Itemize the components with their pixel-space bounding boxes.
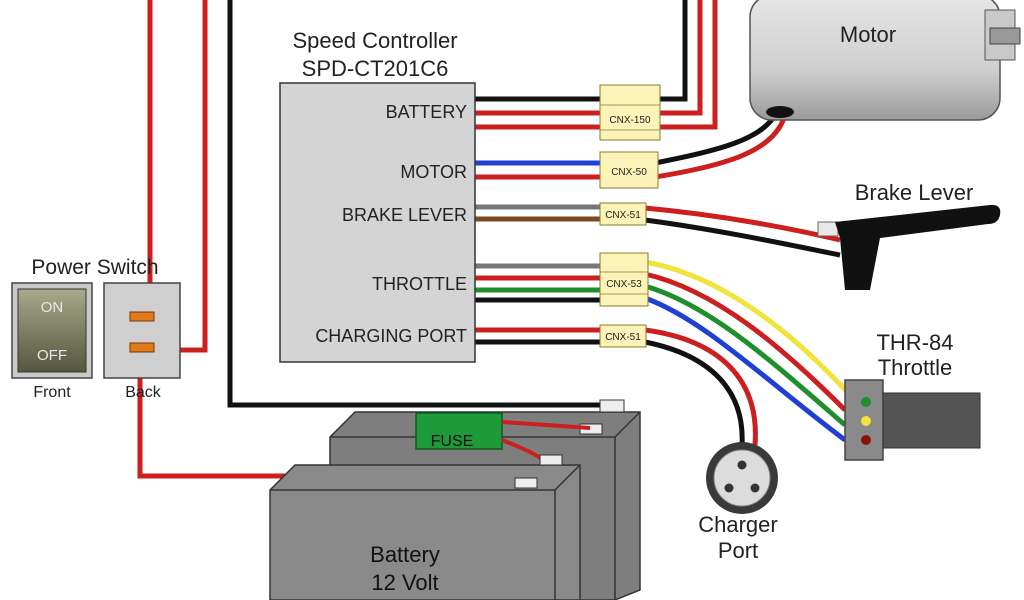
throttle-wire-green bbox=[644, 283, 847, 427]
switch-off-label: OFF bbox=[37, 347, 67, 364]
controller-title-line1: Speed Controller bbox=[292, 28, 457, 53]
connector-throttle-label: CNX-53 bbox=[606, 279, 642, 290]
controller-title-line2: SPD-CT201C6 bbox=[302, 56, 449, 81]
battery-rear-terminal-1 bbox=[599, 399, 625, 413]
black-wire-main bbox=[227, 0, 620, 408]
throttle-green-led-icon bbox=[861, 397, 871, 407]
throttle: THR-84 Throttle bbox=[844, 330, 981, 461]
motor-wire-red bbox=[654, 114, 788, 180]
motor-label: Motor bbox=[840, 22, 896, 47]
fuse-icon bbox=[415, 412, 503, 450]
red-wire-switch-top bbox=[140, 0, 153, 303]
connector-motor: CNX-50 bbox=[599, 151, 659, 189]
switch-on-label: ON bbox=[41, 299, 64, 316]
charger-port: Charger Port bbox=[698, 442, 778, 563]
power-switch: Power Switch ON OFF Front Back bbox=[11, 256, 181, 401]
throttle-yellow-led-icon bbox=[861, 416, 871, 426]
switch-terminal-bottom bbox=[129, 342, 155, 353]
battery-front bbox=[269, 464, 581, 600]
fuse-wire-red bbox=[501, 420, 591, 430]
port-label-brake: BRAKE LEVER bbox=[342, 205, 467, 225]
motor: Motor bbox=[749, 0, 1021, 121]
battery-port-black bbox=[475, 0, 688, 102]
motor-wire-black bbox=[654, 113, 778, 166]
connector-battery-label: CNX-150 bbox=[609, 115, 651, 126]
charger-wire-red bbox=[644, 327, 758, 446]
battery-port-red1 bbox=[475, 0, 703, 116]
power-switch-back bbox=[103, 282, 181, 379]
connector-charging: CNX-51 bbox=[599, 324, 647, 348]
battery-port-red2 bbox=[475, 0, 718, 130]
throttle-wire-red bbox=[644, 271, 847, 412]
port-label-charging: CHARGING PORT bbox=[315, 326, 467, 346]
connector-battery: CNX-150 bbox=[599, 84, 661, 141]
power-switch-rocker[interactable] bbox=[17, 288, 87, 373]
throttle-label-line1: THR-84 bbox=[876, 330, 953, 355]
connector-brake: CNX-51 bbox=[599, 202, 647, 226]
connector-motor-label: CNX-50 bbox=[611, 167, 647, 178]
fuse-label: FUSE bbox=[431, 433, 474, 450]
switch-front-label: Front bbox=[33, 384, 71, 401]
throttle-label-line2: Throttle bbox=[878, 355, 953, 380]
battery-front-terminal-2 bbox=[514, 477, 538, 489]
brake-lever: Brake Lever bbox=[817, 180, 1001, 290]
throttle-wire-yellow bbox=[644, 259, 852, 397]
connector-charging-label: CNX-51 bbox=[605, 332, 641, 343]
speed-controller-box bbox=[279, 82, 476, 363]
battery-pack: FUSE Battery 12 Volt bbox=[269, 399, 641, 600]
power-switch-title: Power Switch bbox=[31, 256, 158, 279]
switch-terminal-top bbox=[129, 311, 155, 322]
charger-wire-black bbox=[644, 339, 745, 446]
brake-wire-black bbox=[644, 217, 841, 258]
port-label-battery: BATTERY bbox=[386, 102, 467, 122]
connector-throttle: CNX-53 bbox=[599, 252, 649, 307]
throttle-wire-blue bbox=[644, 295, 847, 442]
battery-front-terminal-1 bbox=[539, 454, 563, 466]
brake-lever-label: Brake Lever bbox=[855, 180, 974, 205]
port-label-motor: MOTOR bbox=[400, 162, 467, 182]
port-label-throttle: THROTTLE bbox=[372, 274, 467, 294]
charger-label-line1: Charger bbox=[698, 512, 777, 537]
connector-brake-label: CNX-51 bbox=[605, 210, 641, 221]
battery-label-line1: Battery bbox=[370, 542, 440, 567]
switch-back-label: Back bbox=[125, 384, 162, 401]
battery-label-line2: 12 Volt bbox=[371, 570, 438, 595]
charger-label-line2: Port bbox=[718, 538, 758, 563]
throttle-red-led-icon bbox=[861, 435, 871, 445]
